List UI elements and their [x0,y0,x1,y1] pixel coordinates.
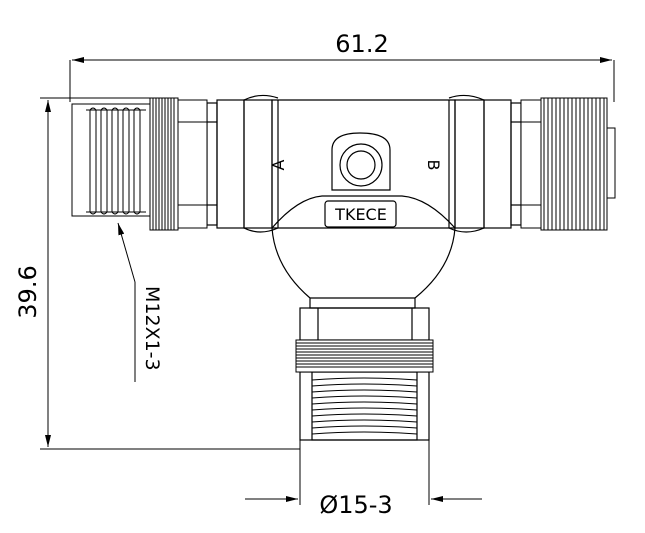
thread-spec-label: M12X1-3 [141,286,163,371]
left-knurled-nut [149,97,208,231]
width-dimension [69,57,615,102]
diameter-dimension [245,440,482,505]
thread-callout-leader [117,222,136,382]
port-b-label: B [424,160,443,171]
diameter-dimension-label: Ø15-3 [319,491,392,519]
height-dimension [40,97,300,450]
width-dimension-label: 61.2 [335,30,388,58]
brand-label: TKECE [334,205,387,224]
left-male-thread [71,103,151,217]
right-knurled-nut [520,97,616,231]
height-dimension-label: 39.6 [14,265,42,318]
port-a-label: A [269,159,288,170]
bottom-male-thread [311,377,418,435]
connector-body [206,94,522,441]
bottom-knurled-nut [295,339,434,373]
